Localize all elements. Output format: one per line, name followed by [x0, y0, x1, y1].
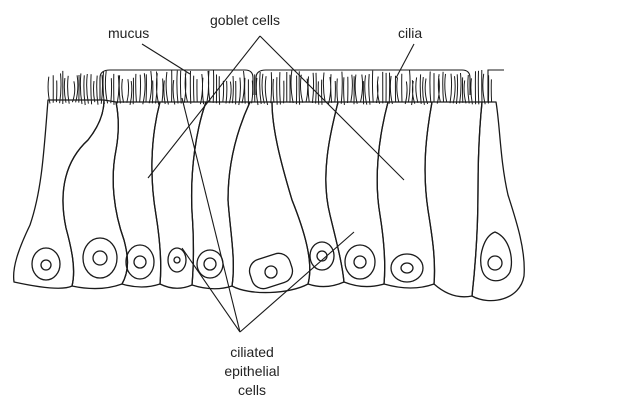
- nucleus-10: [480, 231, 513, 282]
- label-ciliated-line2: epithelial: [224, 363, 279, 379]
- cell-layer: [12, 99, 525, 302]
- nucleus-6: [248, 252, 294, 290]
- nucleus-5: [196, 249, 224, 279]
- nucleus-9: [390, 253, 424, 283]
- ciliated-cell-6: [325, 101, 389, 288]
- ciliated-cell-8: [424, 101, 483, 298]
- nucleus-1: [31, 247, 61, 281]
- nucleus-7: [309, 241, 335, 271]
- nucleus-3: [125, 244, 155, 280]
- mucus-layer-right: [255, 69, 471, 95]
- nucleus-8: [344, 244, 376, 280]
- label-ciliated-line1: ciliated: [230, 344, 274, 360]
- label-cilia: cilia: [398, 25, 422, 41]
- leader-mucus: [141, 43, 191, 75]
- scale-bracket: [487, 69, 504, 102]
- leader-cilia: [395, 43, 415, 79]
- goblet-cell-2: [227, 101, 311, 294]
- leader-lines: [141, 35, 415, 333]
- leader-goblet-2: [259, 35, 405, 181]
- label-ciliated-line3: cells: [238, 382, 266, 398]
- leader-ciliated-3: [239, 231, 355, 333]
- cilia-strands: [47, 69, 493, 106]
- leader-ciliated-2: [181, 247, 241, 333]
- leader-ciliated-1: [181, 97, 241, 333]
- leader-goblet-1: [147, 35, 261, 179]
- nucleus-4: [167, 247, 187, 273]
- cilia-fringe: [47, 69, 493, 106]
- ciliated-cell-4: [190, 101, 251, 290]
- ciliated-cell-1: [12, 99, 105, 289]
- label-goblet-cells: goblet cells: [210, 12, 280, 28]
- ciliated-cell-9: [471, 101, 525, 302]
- nucleus-2: [82, 237, 118, 279]
- mucus-layer-left: [99, 69, 254, 100]
- label-mucus: mucus: [108, 25, 149, 41]
